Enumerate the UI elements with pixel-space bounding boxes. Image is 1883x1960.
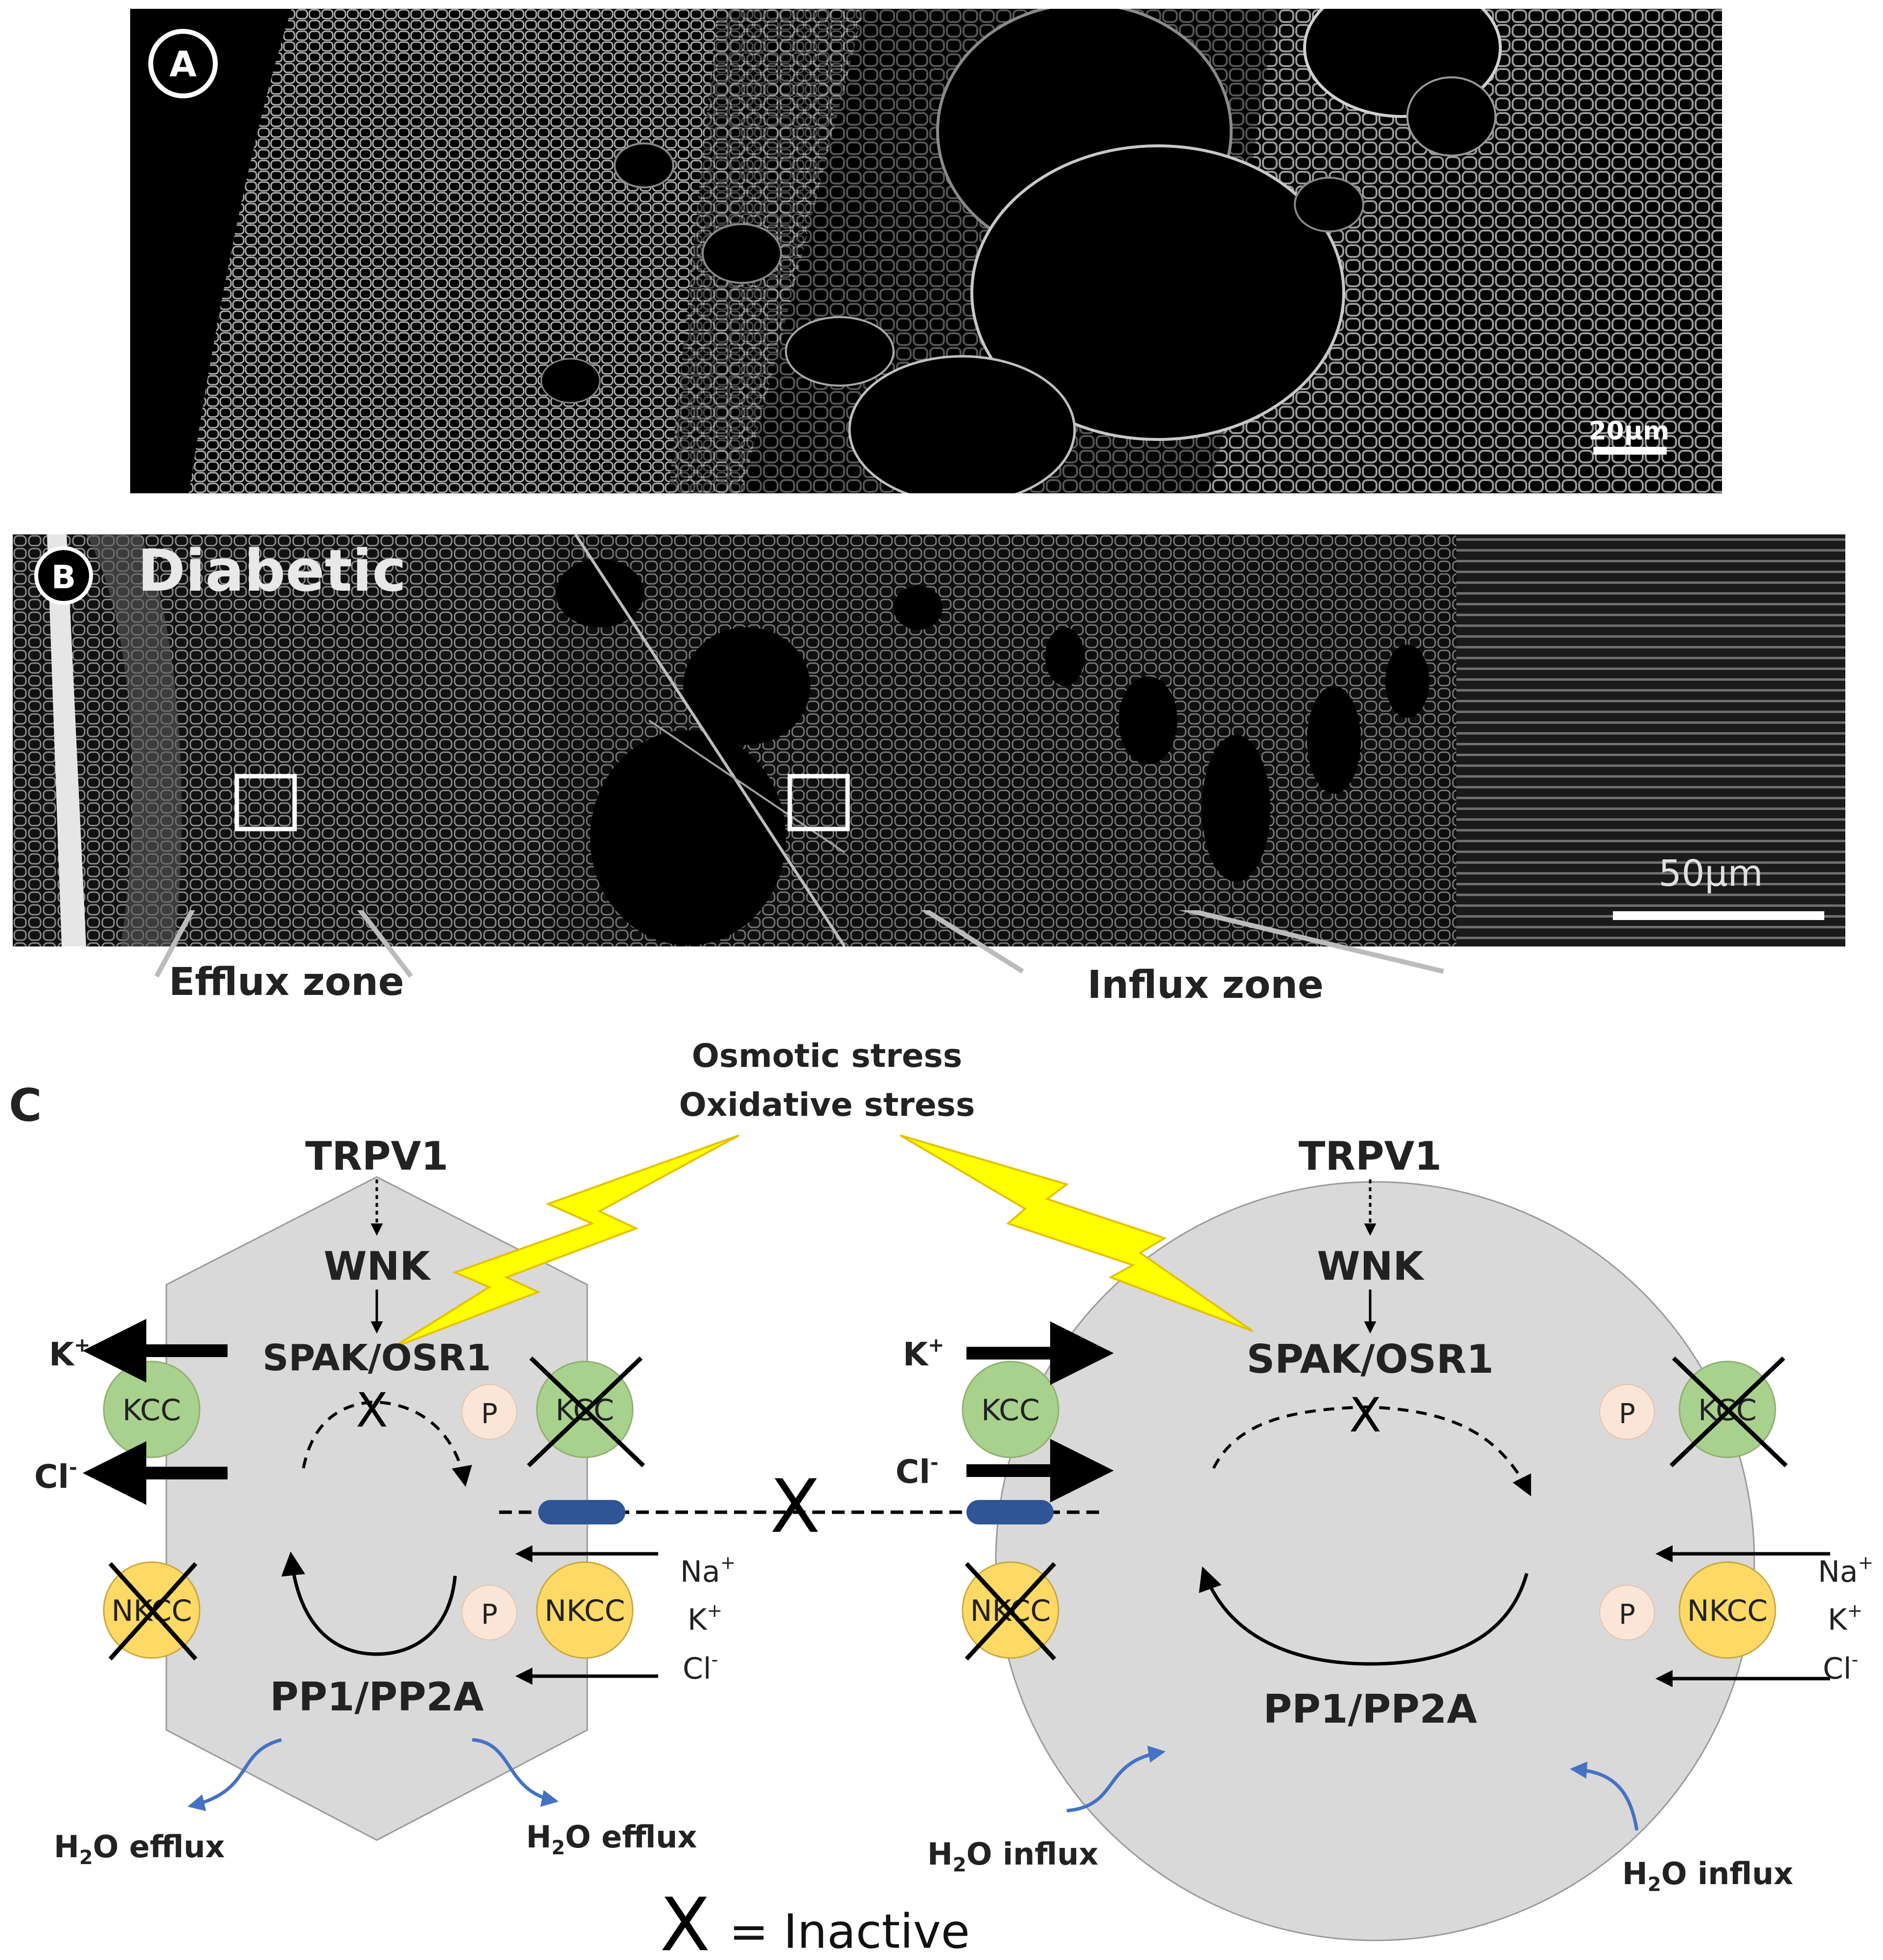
left-cl-ion: Cl-: [34, 1456, 77, 1496]
right-h2o-influx-label-2: H2O influx: [1622, 1856, 1793, 1896]
panel-b-micrograph: B Diabetic 50μm: [13, 534, 1845, 946]
left-wnk-label: WNK: [323, 1244, 431, 1289]
left-nkcc-active: [536, 1561, 634, 1659]
left-nkcc-phospho: [461, 1585, 517, 1640]
right-nkcc-active-label: NKCC: [1687, 1594, 1768, 1628]
panel-a-scale-text: 20μm: [1589, 416, 1670, 446]
lightning-bolt-right-icon: [899, 1134, 1254, 1332]
right-kcc-p-label: P: [1619, 1398, 1635, 1430]
panel-a-label-circle: [148, 29, 218, 98]
right-nkcc-cross-b: [964, 1562, 1056, 1661]
right-nkcc-k-ion: K+: [1828, 1600, 1862, 1637]
right-nkcc-phospho: [1599, 1585, 1655, 1640]
right-k-ion: K+: [903, 1334, 944, 1373]
left-pp-label: PP1/PP2A: [270, 1674, 484, 1720]
panel-b-scale-text: 50μm: [1658, 853, 1763, 895]
hexagonal-cell-efflux: [165, 1176, 588, 1841]
round-cell-influx: [995, 1181, 1755, 1941]
left-kcc-active: [103, 1360, 201, 1458]
right-pp-label: PP1/PP2A: [1263, 1686, 1477, 1732]
right-gap-junction-channel: [966, 1500, 1054, 1524]
zone-callout-lines: [154, 910, 1445, 978]
left-trpv1-label: TRPV1: [305, 1133, 448, 1179]
left-na-ion: Na+: [680, 1552, 736, 1589]
panel-a-scale-bar: [1593, 447, 1667, 455]
left-kcc-cross-b: [527, 1356, 643, 1468]
left-solid-cycle-arrow: [281, 1551, 457, 1656]
left-nkcc-k-ion: K+: [688, 1600, 722, 1637]
influx-zone-label: Influx zone: [1087, 963, 1324, 1007]
left-h2o-efflux-label-2: H2O efflux: [526, 1819, 697, 1859]
left-nkcc-p-label: P: [481, 1599, 498, 1631]
panel-b-label: B: [51, 558, 76, 596]
left-kcc-p-label: P: [481, 1398, 498, 1430]
left-nkcc-cross-b: [108, 1562, 198, 1661]
left-kcc-label: KCC: [122, 1393, 181, 1428]
left-nkcc-cl-ion: Cl-: [683, 1649, 718, 1686]
legend-inactive-text: = Inactive: [729, 1904, 970, 1959]
efflux-zone-box: [234, 774, 297, 831]
right-spak-label: SPAK/OSR1: [1247, 1337, 1494, 1382]
right-trpv1-label: TRPV1: [1299, 1133, 1442, 1179]
influx-zone-box: [787, 774, 850, 831]
right-h2o-influx-arrow-2: [1570, 1761, 1639, 1831]
right-wnk-label: WNK: [1317, 1244, 1424, 1289]
efflux-zone-label: Efflux zone: [169, 960, 404, 1004]
right-h2o-influx-label-1: H2O influx: [927, 1836, 1099, 1876]
right-dashed-cycle-arrow: [1212, 1405, 1531, 1497]
right-kcc-label: KCC: [981, 1393, 1040, 1428]
panel-c-label: C: [9, 1079, 42, 1131]
right-cl-ion: Cl-: [896, 1452, 939, 1491]
left-dashed-cycle-arrow: [302, 1400, 472, 1487]
panel-b-label-circle: [34, 546, 93, 605]
left-h2o-efflux-label-1: H2O efflux: [54, 1829, 225, 1869]
left-nkcc-active-label: NKCC: [545, 1594, 625, 1628]
panel-b-title: Diabetic: [138, 537, 406, 604]
lightning-bolt-left-icon: [390, 1134, 739, 1349]
panel-a-micrograph: A 20μm: [130, 9, 1722, 493]
oxidative-stress-label: Oxidative stress: [679, 1086, 975, 1124]
right-na-ion: Na+: [1818, 1552, 1874, 1589]
osmotic-stress-label: Osmotic stress: [692, 1037, 963, 1075]
panel-a-image: A 20μm: [130, 9, 1722, 493]
left-h2o-efflux-arrow-2: [472, 1738, 559, 1807]
right-nkcc-cl-ion: Cl-: [1823, 1649, 1858, 1686]
right-nkcc-active: [1678, 1561, 1776, 1659]
panel-a-label: A: [169, 44, 197, 85]
right-spak-inactive-x: X: [1349, 1388, 1381, 1443]
right-solid-cycle-arrow: [1199, 1566, 1529, 1666]
right-kcc-cross-b: [1669, 1356, 1786, 1468]
legend-x-symbol: X: [660, 1883, 711, 1960]
left-spak-label: SPAK/OSR1: [262, 1337, 491, 1379]
panel-b-image: B Diabetic 50μm: [13, 534, 1845, 946]
left-kcc-phospho: [461, 1384, 517, 1440]
right-nkcc-p-label: P: [1619, 1599, 1635, 1631]
gap-junction-inactive-x: X: [770, 1464, 821, 1549]
left-k-ion: K+: [49, 1334, 91, 1373]
panel-b-scale-bar: [1613, 911, 1824, 920]
right-kcc-phospho: [1599, 1384, 1655, 1440]
left-spak-inactive-x: X: [356, 1383, 388, 1438]
left-h2o-efflux-arrow-1: [187, 1738, 282, 1811]
right-kcc-active: [962, 1360, 1059, 1458]
right-h2o-influx-arrow-1: [1066, 1746, 1166, 1813]
panel-c-diagram: C Osmotic stress Oxidative stress TRPV1 …: [9, 1037, 1874, 1960]
left-gap-junction-channel: [538, 1500, 625, 1524]
